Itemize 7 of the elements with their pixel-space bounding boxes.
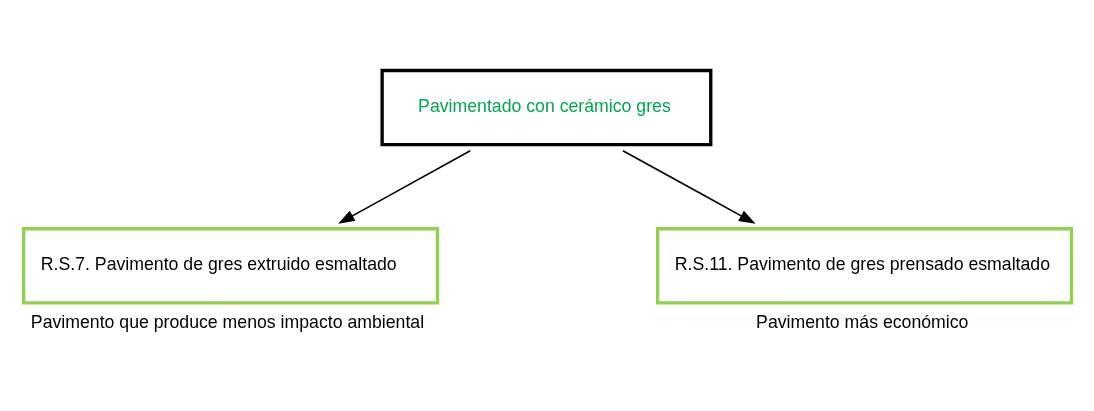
node-label: Pavimento que produce menos impacto ambiental [30,311,425,332]
node-box: Pavimentado con cerámico gres [380,68,713,147]
node-box: R.S.7. Pavimento de gres extruido esmaltado [22,227,440,305]
node-label: Pavimento más económico [756,311,969,332]
arrow [622,149,756,224]
arrow [338,149,472,224]
node-box: R.S.11. Pavimento de gres prensado esmaltado [656,227,1074,305]
